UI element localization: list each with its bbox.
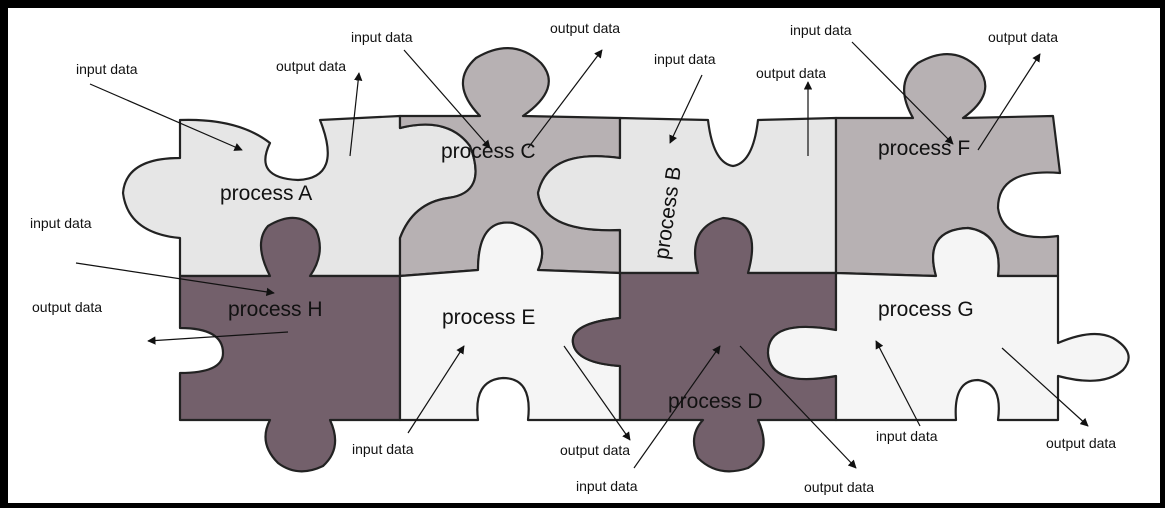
- process-c-label: process C: [441, 140, 536, 163]
- label-e-output: output data: [560, 442, 630, 458]
- label-f-output: output data: [988, 29, 1058, 45]
- process-d-label: process D: [668, 390, 763, 413]
- label-c-input: input data: [351, 29, 413, 45]
- process-g-label: process G: [878, 298, 974, 321]
- process-f-label: process F: [878, 137, 970, 160]
- process-h-label: process H: [228, 298, 323, 321]
- label-g-output: output data: [1046, 435, 1116, 451]
- label-b-output: output data: [756, 65, 826, 81]
- puzzle-piece-h: [178, 216, 402, 473]
- arrows: [75, 41, 1089, 469]
- label-f-input: input data: [790, 22, 852, 38]
- puzzle-piece-g: [766, 226, 1130, 422]
- diagram-canvas: process A process C process B process F …: [8, 8, 1160, 503]
- process-a-label: process A: [220, 182, 312, 205]
- label-b-input: input data: [654, 51, 716, 67]
- label-c-output: output data: [550, 20, 620, 36]
- label-d-output: output data: [804, 479, 874, 495]
- label-e-input: input data: [352, 441, 414, 457]
- label-h-output: output data: [32, 299, 102, 315]
- label-a-output: output data: [276, 58, 346, 74]
- puzzle-diagram: process A process C process B process F …: [30, 20, 1130, 495]
- label-a-input: input data: [76, 61, 138, 77]
- process-e-label: process E: [442, 306, 535, 329]
- puzzle-piece-d: [571, 216, 838, 473]
- label-h-input: input data: [30, 215, 92, 231]
- label-d-input: input data: [576, 478, 638, 494]
- label-g-input: input data: [876, 428, 938, 444]
- puzzle-piece-b: [536, 116, 838, 275]
